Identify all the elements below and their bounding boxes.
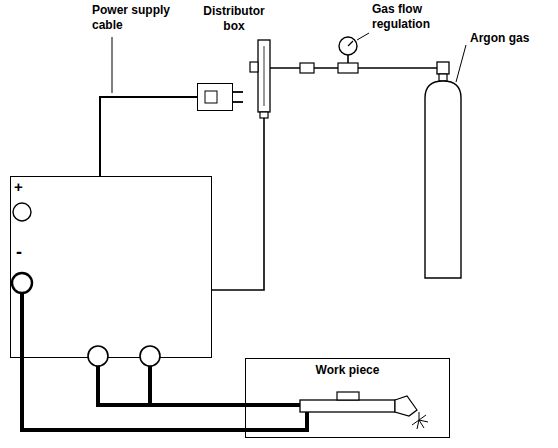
work-piece-box: Work piece [245,358,450,438]
negative-terminal [12,273,32,293]
terminal-sign: + [14,179,23,194]
flowmeter-scale [264,46,265,106]
cylinder-valve [437,62,449,74]
box-label: Work piece [246,363,449,378]
plug-prong [233,101,243,103]
cable-branch [148,366,152,405]
cable-segment [20,293,24,358]
arc-spark [419,412,420,420]
output-terminal [88,346,108,366]
leader-line [357,33,369,40]
positive-terminal [13,203,31,221]
callout-label: Argon gas [470,31,552,46]
cable-segment [245,403,300,407]
node-art [197,83,233,111]
box-label: Distributor box [198,4,270,34]
cable-connector [22,358,245,430]
welding-machine: +- [10,176,212,358]
flowmeter-fitting [260,112,268,118]
node-art [10,176,212,358]
socket [205,91,217,103]
torch-switch [337,392,359,400]
terminal-sign: - [16,243,22,261]
output-terminal [140,346,160,366]
cable-segment [245,412,307,430]
leader-line [456,45,466,82]
cylinder-neck [439,74,447,81]
gas-hose [212,118,264,290]
arc-spark [419,420,424,428]
flowmeter [258,40,270,112]
torch-body [300,400,395,412]
pressure-gauge [339,37,357,55]
distributor-box: Distributor box [197,83,233,111]
flowmeter-knob [250,62,258,72]
plug-prong [233,91,243,93]
arc-spark [412,420,419,425]
regulator-body [338,63,358,73]
cable-connector [100,97,197,176]
callout-label: Gas flow regulation [372,2,452,32]
leader-line [112,37,113,93]
torch-nozzle [395,396,417,416]
argon-cylinder [425,81,461,278]
callout-label: Power supply cable [92,3,192,33]
arc-spark [419,415,426,420]
gauge-needle [348,41,353,46]
pipe-fitting [300,63,314,73]
cable-connector [98,358,245,405]
